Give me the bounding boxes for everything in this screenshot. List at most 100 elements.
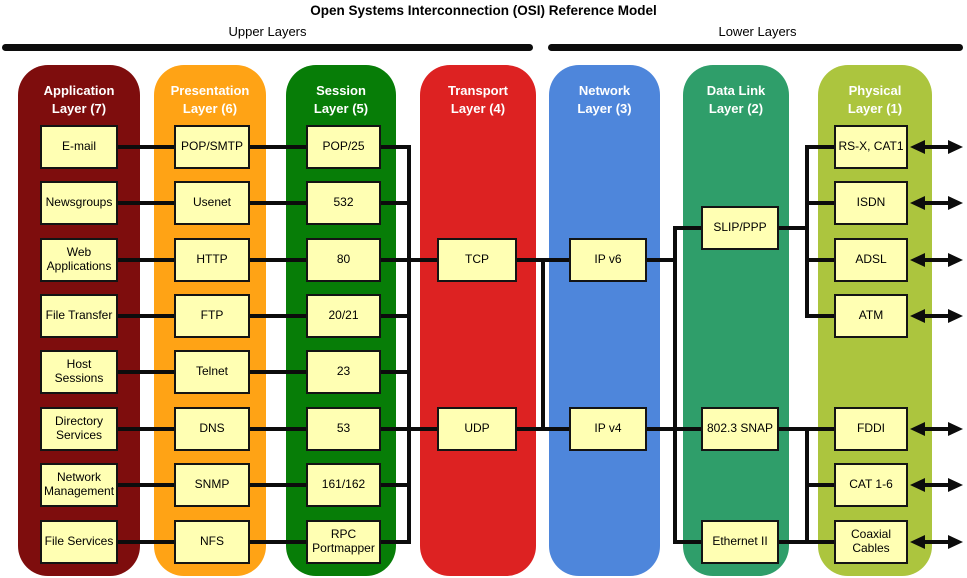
transport-layer-title: Transport Layer (4) — [448, 83, 508, 116]
node-atm: ATM — [834, 294, 908, 338]
node-802-3-snap: 802.3 SNAP — [701, 407, 779, 451]
session-bus-line — [407, 145, 411, 544]
upper-layers-bar — [2, 44, 533, 51]
connector-line — [249, 201, 306, 205]
node-adsl: ADSL — [834, 238, 908, 282]
node-cat-1-6: CAT 1-6 — [834, 463, 908, 507]
node-pop-smtp: POP/SMTP — [174, 125, 250, 169]
data-link-bus-line — [673, 226, 677, 544]
transport-layer-column: Transport Layer (4) — [420, 65, 536, 576]
node-file-transfer: File Transfer — [40, 294, 118, 338]
node-file-services: File Services — [40, 520, 118, 564]
bidirectional-arrow-icon — [910, 196, 963, 210]
bidirectional-arrow-icon — [910, 140, 963, 154]
connector-line — [380, 258, 411, 262]
transport-junction-line — [541, 258, 545, 431]
network-layer-title: Network Layer (3) — [577, 83, 632, 116]
node-udp: UDP — [437, 407, 517, 451]
bidirectional-arrow-icon — [910, 478, 963, 492]
node-port-23: 23 — [306, 350, 381, 394]
connector-line — [117, 314, 174, 318]
application-layer-title: Application Layer (7) — [43, 83, 115, 116]
connector-line — [249, 483, 306, 487]
connector-line — [778, 540, 834, 544]
node-port-532: 532 — [306, 181, 381, 225]
node-ip-v6: IP v6 — [569, 238, 647, 282]
connector-line — [249, 314, 306, 318]
bidirectional-arrow-icon — [910, 422, 963, 436]
node-telnet: Telnet — [174, 350, 250, 394]
node-rs-x-cat1: RS-X, CAT1 — [834, 125, 908, 169]
connector-line — [646, 258, 677, 262]
node-isdn: ISDN — [834, 181, 908, 225]
connector-line — [249, 427, 306, 431]
presentation-layer-title: Presentation Layer (6) — [170, 83, 250, 116]
connector-line — [117, 540, 174, 544]
data-link-layer-column: Data Link Layer (2) — [683, 65, 789, 576]
connector-line — [249, 540, 306, 544]
node-port-80: 80 — [306, 238, 381, 282]
connector-line — [380, 201, 411, 205]
node-ftp: FTP — [174, 294, 250, 338]
connector-line — [380, 314, 411, 318]
node-port-20-21: 20/21 — [306, 294, 381, 338]
connector-line — [380, 370, 411, 374]
node-port-161-162: 161/162 — [306, 463, 381, 507]
connector-line — [249, 370, 306, 374]
node-network-management: Network Management — [40, 463, 118, 507]
diagram-title: Open Systems Interconnection (OSI) Refer… — [310, 3, 657, 18]
connector-line — [805, 258, 834, 262]
node-nfs: NFS — [174, 520, 250, 564]
connector-line — [805, 201, 834, 205]
connector-line — [249, 145, 306, 149]
node-usenet: Usenet — [174, 181, 250, 225]
connector-line — [117, 370, 174, 374]
connector-line — [117, 483, 174, 487]
connector-line — [380, 427, 411, 431]
node-snmp: SNMP — [174, 463, 250, 507]
connector-line — [380, 483, 411, 487]
connector-line — [805, 483, 834, 487]
node-port-53: 53 — [306, 407, 381, 451]
node-newsgroups: Newsgroups — [40, 181, 118, 225]
connector-line — [117, 145, 174, 149]
network-layer-column: Network Layer (3) — [549, 65, 660, 576]
connector-line — [117, 201, 174, 205]
bidirectional-arrow-icon — [910, 309, 963, 323]
connector-line — [805, 314, 834, 318]
node-email: E-mail — [40, 125, 118, 169]
node-port-pop-25: POP/25 — [306, 125, 381, 169]
node-http: HTTP — [174, 238, 250, 282]
bidirectional-arrow-icon — [910, 253, 963, 267]
bidirectional-arrow-icon — [910, 535, 963, 549]
node-directory-services: Directory Services — [40, 407, 118, 451]
lower-layers-bar — [548, 44, 963, 51]
node-ip-v4: IP v4 — [569, 407, 647, 451]
physical-bus-upper-line — [805, 145, 809, 318]
node-coaxial-cables: Coaxial Cables — [834, 520, 908, 564]
connector-line — [407, 258, 437, 262]
connector-line — [380, 145, 411, 149]
connector-line — [778, 226, 807, 230]
connector-line — [805, 145, 834, 149]
physical-layer-title: Physical Layer (1) — [847, 83, 903, 116]
node-dns: DNS — [174, 407, 250, 451]
connector-line — [407, 427, 437, 431]
node-fddi: FDDI — [834, 407, 908, 451]
connector-line — [673, 540, 701, 544]
node-slip-ppp: SLIP/PPP — [701, 206, 779, 250]
session-layer-title: Session Layer (5) — [313, 83, 369, 116]
node-tcp: TCP — [437, 238, 517, 282]
connector-line — [117, 427, 174, 431]
node-ethernet-ii: Ethernet II — [701, 520, 779, 564]
node-host-sessions: Host Sessions — [40, 350, 118, 394]
connector-line — [249, 258, 306, 262]
connector-line — [380, 540, 411, 544]
node-web-applications: Web Applications — [40, 238, 118, 282]
lower-layers-label: Lower Layers — [718, 24, 797, 39]
node-rpc-portmapper: RPC Portmapper — [306, 520, 381, 564]
connector-line — [673, 226, 701, 230]
upper-layers-label: Upper Layers — [228, 24, 307, 39]
data-link-layer-title: Data Link Layer (2) — [706, 83, 766, 116]
